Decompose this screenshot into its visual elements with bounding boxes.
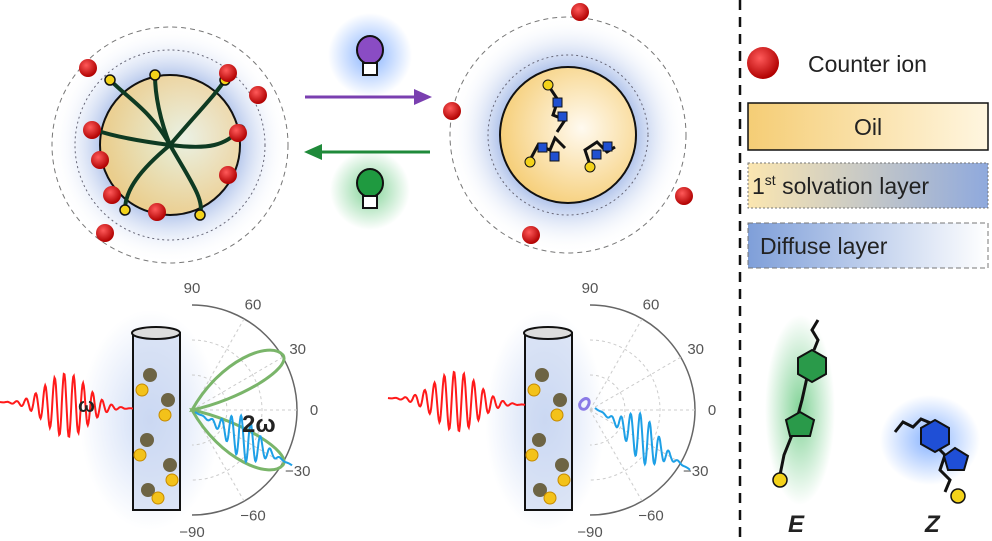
polar-grid [589,318,695,502]
counter-ions [443,3,693,244]
e-label: E [788,511,805,538]
polar-tick-label: −60 [240,508,265,525]
polar-tick-label: −90 [577,524,602,541]
polar-tick-label: −30 [683,463,708,480]
two-omega-label: 2ω [242,411,276,438]
visible-light-switch [304,144,430,230]
particles [525,368,571,505]
counter-ions [79,59,267,242]
polar-tick-label: 0 [708,402,716,419]
z-label: Z [924,511,941,538]
polar-tick-labels: 90 60 30 0 −30 −60 −90 90 60 30 0 −30 −60 −90 [179,280,716,541]
polar-tick-label: 30 [687,341,704,358]
green-bulb-icon [356,168,384,198]
e-isomer: E [765,315,835,538]
polar-tick-label: 0 [310,402,318,419]
weak-shg-lobe [578,397,591,411]
arrow-head-icon [414,89,432,105]
polar-tick-label: −30 [285,463,310,480]
purple-bulb-icon [356,35,384,65]
polar-tick-label: 90 [184,280,201,297]
omega-label: ω [78,395,95,417]
z-isomer: Z [880,395,980,538]
azobenzene-rings [537,97,613,162]
polar-tick-label: 60 [643,296,660,313]
pyrazole-ring-icon [784,410,816,437]
solvation-layer [487,54,649,216]
oil-core [499,66,637,204]
shg-polar-plot-e: ω 2ω [0,304,298,530]
benzene-ring-icon [797,348,827,384]
legend-oil: Oil [854,114,882,140]
droplet-z-state [443,3,693,254]
polar-tick-label: −90 [179,524,204,541]
legend-diffuse: Diffuse layer [760,233,888,259]
polar-tick-label: 60 [245,296,262,313]
shg-beam [594,407,691,471]
particles [133,368,179,505]
shg-polar-plot-z [387,304,696,530]
uv-light-switch [305,13,432,105]
polar-axis-arc [589,304,696,516]
shg-beam [194,411,293,467]
diffuse-swatch [747,222,989,269]
benzene-ring-icon [920,418,950,454]
polar-tick-label: 30 [289,341,306,358]
arrow-head-icon [304,144,322,160]
head-groups [524,79,596,173]
solvation-layer [74,49,266,241]
fundamental-beam [0,372,134,439]
shg-lobes [189,348,286,472]
legend-solvation: 1st solvation layer [752,172,929,199]
counter-ion-swatch [747,47,779,79]
oil-swatch [747,102,989,151]
pyrazole-ring-icon [942,446,970,471]
legend-counter-ion: Counter ion [808,51,927,77]
solvation-swatch [747,162,989,209]
polar-tick-label: −60 [638,508,663,525]
sample-cuvette [524,332,573,511]
legend: Counter ion Oil 1st solvation layer Diff… [747,47,989,269]
droplet-e-state [51,26,289,264]
fundamental-beam [387,370,526,433]
polar-grid [191,318,297,502]
polar-tick-label: 90 [582,280,599,297]
